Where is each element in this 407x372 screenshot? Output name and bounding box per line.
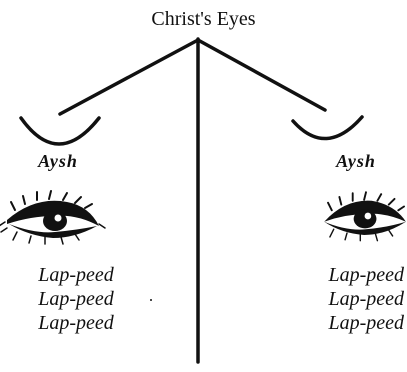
right-eye-icon xyxy=(324,192,406,240)
left-brow-arc xyxy=(21,118,99,144)
right-word-3: Lap-peed xyxy=(284,311,404,335)
left-eye-icon xyxy=(0,191,105,244)
speck-mark xyxy=(150,299,152,301)
right-word-stack: Lap-peed Lap-peed Lap-peed xyxy=(284,263,404,335)
left-word-3: Lap-peed xyxy=(16,311,136,335)
right-word-1: Lap-peed xyxy=(284,263,404,287)
left-word-1: Lap-peed xyxy=(16,263,136,287)
left-word-stack: Lap-peed Lap-peed Lap-peed xyxy=(16,263,136,335)
right-brow-arc xyxy=(293,117,362,139)
right-eye-label: Aysh xyxy=(311,151,401,172)
right-word-2: Lap-peed xyxy=(284,287,404,311)
left-branch-line xyxy=(60,40,198,114)
left-word-2: Lap-peed xyxy=(16,287,136,311)
right-branch-line xyxy=(198,40,325,110)
left-eye-label: Aysh xyxy=(13,151,103,172)
